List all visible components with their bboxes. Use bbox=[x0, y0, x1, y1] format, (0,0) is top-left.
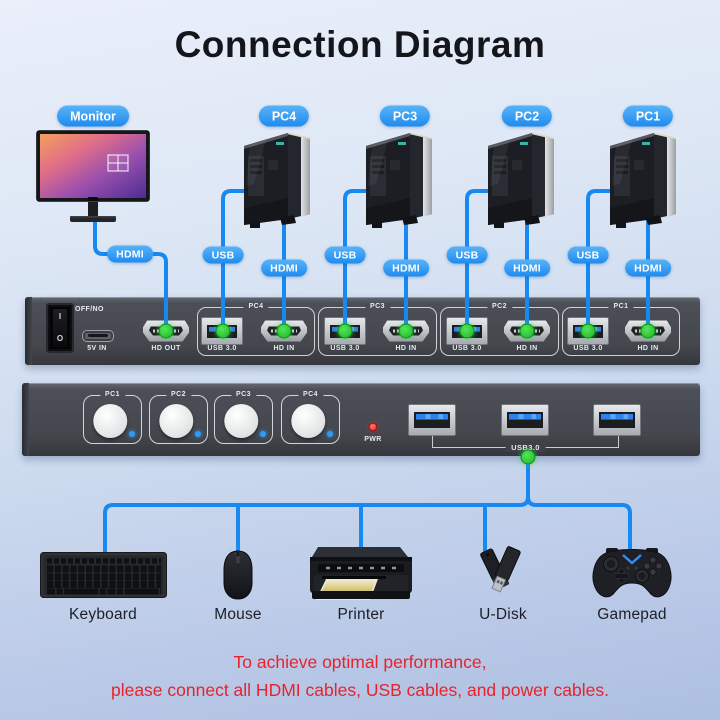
usb-hub-label: USB3.0 bbox=[505, 443, 546, 452]
rear-group-pc3: PC3 bbox=[318, 303, 437, 356]
pc4-usb-cable-label: USB bbox=[202, 246, 244, 264]
hub-usb-port-1 bbox=[408, 404, 456, 436]
printer-illustration bbox=[310, 547, 412, 600]
pc4-led bbox=[327, 431, 333, 437]
udisk-illustration bbox=[480, 546, 521, 593]
rear-usb-label-pc1: USB 3.0 bbox=[573, 345, 603, 352]
rear-group-pc2: PC2 bbox=[440, 303, 559, 356]
pc1-hdmi-cable-label: HDMI bbox=[625, 259, 671, 277]
select-button-pc1 bbox=[92, 404, 127, 439]
rear-group-pc3-label: PC3 bbox=[364, 303, 391, 310]
monitor-hdmi-cable-label: HDMI bbox=[107, 245, 153, 263]
usb-hub-bracket: USB3.0 bbox=[432, 436, 619, 452]
switch-on-mark: I bbox=[58, 312, 62, 321]
pc3-tower-illustration bbox=[360, 126, 438, 228]
connector-dot-usb-hub bbox=[520, 449, 536, 465]
pc2-label: PC2 bbox=[501, 105, 553, 127]
select-button-box-pc2: PC2 bbox=[149, 391, 208, 444]
page-title: Connection Diagram bbox=[174, 24, 546, 65]
rear-group-pc4: PC4 bbox=[197, 303, 315, 356]
cable-pc2-usb bbox=[465, 189, 498, 333]
rear-hdmi-label-pc1: HD IN bbox=[637, 345, 659, 352]
cable-pc3-usb bbox=[343, 189, 376, 333]
gamepad-label: Gamepad bbox=[597, 606, 667, 623]
connector-dot-usb-pc3 bbox=[337, 323, 353, 339]
hub-usb-port-3 bbox=[593, 404, 641, 436]
cable-pc4-usb bbox=[221, 189, 254, 333]
rear-hdmi-label-pc4: HD IN bbox=[273, 345, 295, 352]
front-pc2-label: PC2 bbox=[165, 391, 192, 398]
rear-usb-label-pc3: USB 3.0 bbox=[330, 345, 360, 352]
pc2-tower-illustration bbox=[482, 126, 560, 228]
cable-pc1-usb bbox=[586, 189, 620, 333]
pc4-hdmi-cable-label: HDMI bbox=[261, 259, 307, 277]
power-switch: I O bbox=[46, 303, 74, 353]
cable-hub-right bbox=[526, 468, 632, 553]
mouse-label: Mouse bbox=[214, 606, 262, 623]
keyboard-label: Keyboard bbox=[69, 606, 137, 623]
pc4-label: PC4 bbox=[258, 105, 310, 127]
rear-group-pc2-label: PC2 bbox=[486, 303, 513, 310]
gamepad-illustration bbox=[592, 548, 672, 598]
note-line-2: please connect all HDMI cables, USB cabl… bbox=[110, 680, 610, 700]
pc3-label: PC3 bbox=[379, 105, 431, 127]
connector-dot-usb-pc4 bbox=[215, 323, 231, 339]
select-button-pc4 bbox=[290, 404, 325, 439]
select-button-pc3 bbox=[223, 404, 258, 439]
connector-dot-hdmi-pc3 bbox=[398, 323, 414, 339]
rear-group-pc4-label: PC4 bbox=[243, 303, 269, 310]
connector-dot-hdmi-pc4 bbox=[276, 323, 292, 339]
connector-dot-hdmi-pc2 bbox=[519, 323, 535, 339]
rear-hdmi-label-pc3: HD IN bbox=[395, 345, 417, 352]
connector-dot-usb-pc1 bbox=[580, 323, 596, 339]
select-button-pc2 bbox=[158, 404, 193, 439]
connector-dot-usb-pc2 bbox=[459, 323, 475, 339]
pc2-led bbox=[195, 431, 201, 437]
pc2-usb-cable-label: USB bbox=[446, 246, 488, 264]
mouse-illustration bbox=[223, 550, 253, 600]
connector-dot-hdout bbox=[158, 323, 174, 339]
rear-group-pc1-label: PC1 bbox=[608, 303, 634, 310]
pc3-usb-cable-label: USB bbox=[324, 246, 366, 264]
power-led bbox=[368, 422, 378, 432]
note-line-1: To achieve optimal performance, bbox=[233, 652, 487, 672]
power-in-label: 5V IN bbox=[87, 345, 107, 352]
switch-off-mark: O bbox=[56, 334, 64, 343]
cable-monitor-hdmi bbox=[93, 214, 168, 333]
front-pc3-label: PC3 bbox=[230, 391, 257, 398]
front-pc4-label: PC4 bbox=[297, 391, 324, 398]
printer-label: Printer bbox=[337, 606, 385, 623]
rear-usb-label-pc2: USB 3.0 bbox=[452, 345, 482, 352]
pc1-led bbox=[129, 431, 135, 437]
udisk-label: U-Disk bbox=[479, 606, 527, 623]
rear-group-pc1: PC1 bbox=[562, 303, 680, 356]
pc1-usb-cable-label: USB bbox=[567, 246, 609, 264]
rear-hdmi-label-pc2: HD IN bbox=[516, 345, 538, 352]
select-button-box-pc3: PC3 bbox=[214, 391, 273, 444]
select-button-box-pc4: PC4 bbox=[281, 391, 340, 444]
connector-dot-hdmi-pc1 bbox=[640, 323, 656, 339]
select-button-box-pc1: PC1 bbox=[83, 391, 142, 444]
monitor-label: Monitor bbox=[57, 105, 129, 127]
kvm-front-panel: PC1 PC2 PC3 PC4 PWR USB3.0 bbox=[22, 383, 700, 456]
pc1-tower-illustration bbox=[604, 126, 682, 228]
keyboard-illustration bbox=[40, 552, 167, 598]
pc3-hdmi-cable-label: HDMI bbox=[383, 259, 429, 277]
front-pc1-label: PC1 bbox=[99, 391, 126, 398]
power-in-port bbox=[82, 330, 114, 342]
pc1-label: PC1 bbox=[622, 105, 674, 127]
pc2-hdmi-cable-label: HDMI bbox=[504, 259, 550, 277]
rear-usb-label-pc4: USB 3.0 bbox=[207, 345, 237, 352]
performance-note: To achieve optimal performance, please c… bbox=[0, 648, 720, 704]
pc4-tower-illustration bbox=[238, 126, 316, 228]
hub-usb-port-2 bbox=[501, 404, 549, 436]
hdmi-out-label: HD OUT bbox=[151, 345, 181, 352]
monitor-illustration bbox=[36, 130, 150, 222]
power-switch-label: OFF/NO bbox=[75, 306, 104, 313]
power-led-label: PWR bbox=[364, 436, 382, 443]
pc3-led bbox=[260, 431, 266, 437]
